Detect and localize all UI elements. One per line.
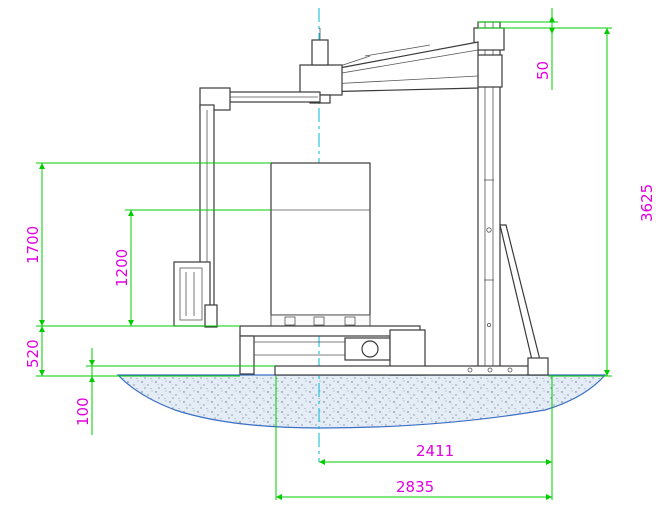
dim-ground-offset: 100 (74, 397, 92, 426)
dim-column-height: 3625 (638, 184, 656, 222)
load (270, 162, 371, 328)
dim-platform-height: 520 (24, 339, 42, 368)
top-arm (299, 28, 479, 104)
dim-max-load-height: 1700 (24, 226, 42, 264)
dim-top-offset: 50 (534, 61, 552, 80)
dimension-lines (36, 8, 612, 500)
dim-load-height: 1200 (113, 249, 131, 287)
ground-foundation (116, 374, 607, 429)
dim-center-width: 2411 (416, 442, 454, 460)
rotating-arm (173, 87, 321, 328)
vertical-column (473, 21, 541, 368)
dim-total-width: 2835 (396, 478, 434, 496)
base-platform (239, 325, 549, 376)
